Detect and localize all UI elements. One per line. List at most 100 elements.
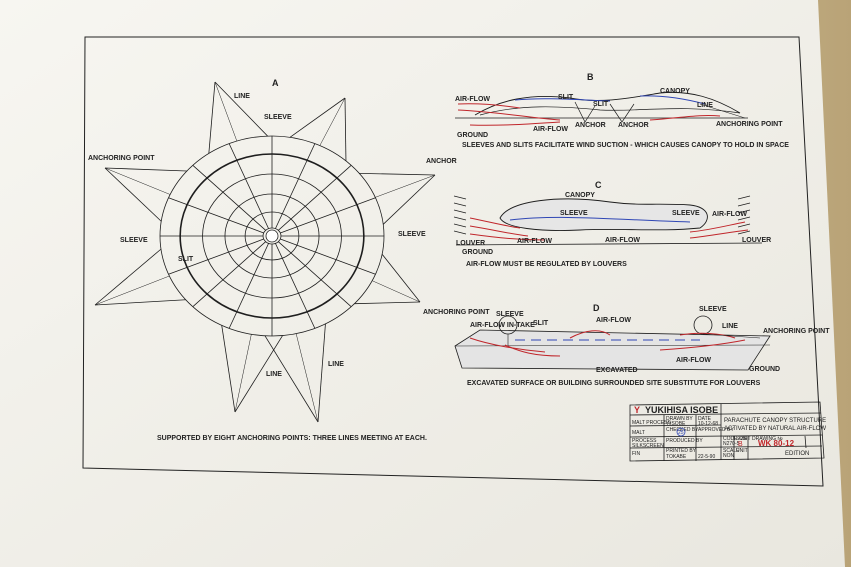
fig-b-anchor-2: ANCHOR (618, 122, 649, 129)
fig-a-center-hub (265, 229, 279, 243)
fig-a-line-bottom-left-label: LINE (266, 371, 282, 378)
fig-d-excavated-ground (454, 329, 771, 371)
tb-process: SILKSCREEN (632, 443, 664, 449)
fig-a-rib (275, 243, 316, 329)
fig-a-anchor-line (104, 167, 187, 172)
tb-title-line2: ACTIVATED BY NATURAL AIR-FLOW (724, 426, 826, 432)
fig-b-red-streamline-2 (457, 109, 561, 121)
fig-d-red-streamline (469, 337, 546, 353)
tb-code-label: CODE OBIT (723, 436, 751, 442)
tb-checked-by-label: CHECKED BY (666, 427, 699, 433)
fig-c-blue-streamline (509, 216, 691, 223)
fig-a-rib (275, 143, 316, 229)
tb-unit-label: UNIT (736, 448, 748, 454)
tb-badge-circle (676, 427, 686, 437)
tb-produced-by-label: PRODUCED BY (666, 438, 703, 444)
fig-a-anchor-line (94, 299, 186, 306)
tb-drawing-no: WK 80-12 (758, 439, 795, 448)
fig-d-sleeve-left: SLEEVE (496, 311, 524, 318)
fig-d-red-streamline-5 (679, 332, 736, 339)
fig-a-rib (228, 143, 269, 229)
tb-size: B (738, 441, 743, 448)
tb-process-label: PROCESS (632, 438, 657, 444)
tb-printed-by-label: PRINTED BY (666, 448, 697, 454)
fig-b-airflow-center: AIR-FLOW (533, 126, 568, 133)
figure-a-plan-view (94, 81, 436, 423)
fig-a-anchor-label: ANCHOR (426, 158, 457, 165)
fig-c-caption: AIR-FLOW MUST BE REGULATED BY LOUVERS (466, 261, 627, 268)
fig-b-slit-2: SLIT (593, 101, 609, 108)
tb-approved-by-label: APPROVED BY (698, 427, 735, 433)
figure-c-section (453, 195, 763, 246)
fig-a-anchor-line (375, 174, 436, 198)
fig-c-red-streamline (469, 217, 521, 229)
fig-d-excavated: EXCAVATED (596, 367, 638, 374)
fig-d-line: LINE (722, 323, 738, 330)
fig-b-slit-1: SLIT (558, 94, 574, 101)
fig-a-rib (192, 164, 266, 231)
figure-a-title: A (272, 78, 279, 88)
fig-c-airflow-left: AIR-FLOW (517, 238, 552, 245)
tb-code: N270-5 (723, 441, 740, 447)
fig-a-anchor-line (289, 97, 346, 138)
fig-c-airflow-right: AIR-FLOW (605, 237, 640, 244)
tb-badge: 25 (678, 430, 684, 436)
fig-a-anchor-line (214, 81, 268, 137)
tb-drawn-date: 10-12-68 (698, 421, 718, 427)
fig-d-red-streamline-4 (659, 339, 746, 351)
fig-c-red-streamline-3 (469, 233, 546, 241)
fig-d-airflow-intake: AIR-FLOW IN-TAKE (470, 322, 535, 329)
fig-a-rib (192, 241, 266, 308)
fig-b-anchoring-point: ANCHORING POINT (716, 121, 783, 128)
fig-a-anchor-line (234, 335, 283, 413)
fig-a-rib (168, 197, 264, 234)
fig-b-line: LINE (697, 102, 713, 109)
tb-size-label: SIZE (736, 436, 748, 442)
fig-a-anchor-line (214, 81, 238, 142)
tb-drawn-by: Y.ISOBE (666, 421, 686, 427)
fig-a-sleeve-right-label: SLEEVE (398, 231, 426, 238)
fig-a-anchor-line (382, 174, 436, 225)
tb-fin-label: FIN (632, 451, 640, 457)
fig-d-airflow-top: AIR-FLOW (596, 317, 631, 324)
fig-a-anchor-line (295, 333, 319, 423)
fig-a-rib (168, 238, 264, 275)
tb-malt-process-label: MALT PROCESS (632, 420, 671, 426)
fig-b-line (699, 103, 746, 119)
fig-b-canopy-lower (479, 106, 741, 116)
fig-d-ground: GROUND (749, 366, 780, 373)
fig-a-anchor-line (372, 280, 421, 303)
fig-a-anchor-line (344, 97, 347, 161)
tb-scale: NON (723, 453, 735, 459)
fig-b-anchor-lines-2 (609, 103, 635, 123)
fig-c-red-streamline-2 (469, 225, 529, 237)
tb-drawn-by-label: DRAWN BY (666, 416, 693, 422)
fig-a-anchor-line (234, 334, 252, 413)
fig-a-anchoring-point-label: ANCHORING POINT (88, 155, 155, 162)
title-name: YUKIHISA ISOBE (645, 405, 718, 415)
fig-a-sleeve-left-label: SLEEVE (120, 237, 148, 244)
fig-c-ground-line (455, 242, 763, 246)
fig-b-red-streamline (457, 103, 521, 109)
fig-a-rib (280, 197, 376, 234)
fig-a-line-label: LINE (234, 93, 250, 100)
fig-b-caption: SLEEVES AND SLITS FACILITATE WIND SUCTIO… (462, 142, 789, 149)
fig-b-ground: GROUND (457, 132, 488, 139)
fig-b-anchor-1: ANCHOR (575, 122, 606, 129)
figure-d-section (454, 315, 771, 371)
fig-b-canopy-outline (474, 91, 741, 116)
drawing-border (82, 36, 824, 487)
figure-b-section (455, 91, 748, 126)
fig-a-anchor-line (104, 167, 162, 222)
fig-a-anchor-line (94, 275, 170, 306)
tb-malt-label: MALT (632, 430, 645, 436)
fig-a-anchor-line (221, 325, 236, 413)
fig-a-rib (280, 238, 376, 275)
fig-d-red-streamline-2 (504, 344, 561, 357)
fig-d-caption: EXCAVATED SURFACE OR BUILDING SURROUNDED… (467, 380, 761, 387)
fig-c-louver-left (453, 195, 467, 235)
fig-b-airflow-left: AIR-FLOW (455, 96, 490, 103)
tb-printed-by: TOKABE (666, 454, 687, 460)
fig-a-anchor-line (104, 167, 171, 195)
